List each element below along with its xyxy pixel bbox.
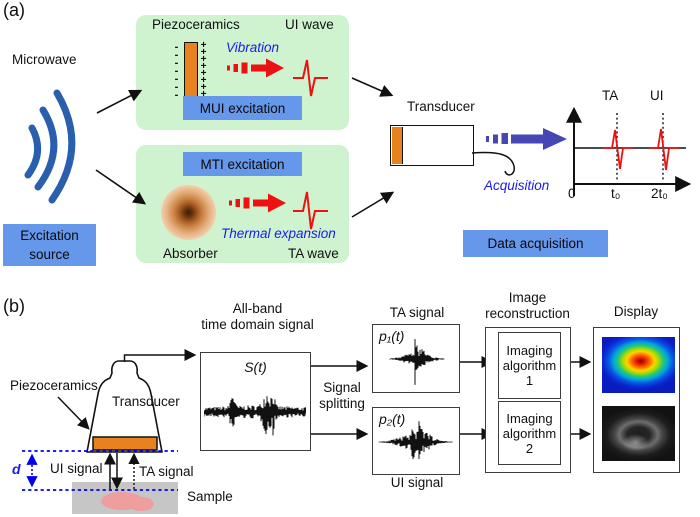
blue-dashed-arrow — [486, 128, 567, 150]
allband-signal-box: S(t) — [200, 352, 311, 451]
mti-excitation-box: MTI excitation — [183, 152, 302, 176]
plot-ta-spike — [603, 129, 633, 170]
ui-signal-b-label: UI signal — [50, 461, 103, 476]
piezo-element — [184, 42, 198, 99]
d-label: d — [12, 461, 21, 477]
mui-excitation-box: MUI excitation — [183, 96, 302, 120]
p2-waveform — [378, 421, 453, 460]
mti-excitation-label: MTI excitation — [200, 156, 285, 172]
data-acquisition-box: Data acquisition — [463, 230, 608, 257]
display-title: Display — [613, 304, 659, 319]
sample-label: Sample — [187, 489, 233, 504]
piezoceramics-a-label: Piezoceramics — [152, 17, 240, 32]
data-acquisition-label: Data acquisition — [487, 236, 584, 251]
p1-label: p₁(t) — [379, 328, 405, 344]
microwave-icon — [24, 89, 76, 204]
allband-title-line2: time domain signal — [201, 317, 314, 332]
microwave-label: Microwave — [12, 52, 77, 67]
allband-title-line1: All-band — [232, 301, 283, 316]
ui-reconstructed-image — [602, 406, 675, 461]
p2-signal-box: p₂(t) — [372, 407, 460, 475]
transducer-a-wire — [471, 151, 516, 176]
transducer-a-piezo-strip — [392, 127, 403, 164]
excitation-source-line2: source — [29, 247, 70, 262]
imaging-algorithm-1-box: Imaging algorithm 1 — [498, 332, 561, 399]
plot-t0-label: t₀ — [611, 186, 621, 201]
p2-label: p₂(t) — [379, 411, 406, 427]
panel-b-tag: (b) — [3, 296, 25, 316]
mui-excitation-label: MUI excitation — [199, 100, 286, 116]
piezoceramics-b-label: Piezoceramics — [10, 378, 98, 393]
plot-zero-label: 0 — [568, 186, 576, 201]
algo1-line3: 1 — [525, 373, 534, 388]
piezo-minus-column: - - - - - - - — [174, 41, 179, 101]
ta-signal-b-label: TA signal — [139, 464, 194, 479]
excitation-source-box: Excitation source — [3, 224, 96, 266]
plot-2t0-label: 2t₀ — [651, 186, 668, 201]
piezo-plus-column: + + + + + + + + — [200, 40, 207, 100]
transducer-b-label: Transducer — [112, 394, 180, 409]
ui-signal-title: UI signal — [390, 475, 444, 490]
arrow-mui-to-transducer — [351, 77, 394, 97]
p1-signal-box: p₁(t) — [372, 324, 460, 393]
transducer-a-body — [390, 125, 474, 166]
algo1-line2: algorithm — [502, 358, 557, 373]
vibration-label: Vibration — [226, 40, 280, 55]
transducer-b-wire — [123, 349, 197, 362]
plot-ui-label: UI — [650, 88, 664, 103]
ta-wave-label: TA wave — [288, 246, 339, 261]
imaging-algorithm-2-box: Imaging algorithm 2 — [498, 401, 561, 465]
transducer-a-label: Transducer — [407, 99, 475, 114]
algo2-line3: 2 — [525, 440, 534, 456]
p1-waveform — [389, 339, 445, 385]
absorber-label: Absorber — [163, 246, 218, 261]
acquisition-label: Acquisition — [484, 178, 550, 193]
s-t-waveform — [204, 396, 306, 436]
arrow-mti-to-transducer — [351, 191, 395, 218]
arrow-mw-to-mui — [96, 89, 143, 114]
ui-wave-label: UI wave — [285, 17, 334, 32]
ta-signal-title: TA signal — [389, 305, 445, 320]
image-recon-title-line2: reconstruction — [485, 306, 570, 321]
s-t-label: S(t) — [244, 359, 267, 375]
piezoceramics-pointer-arrow — [57, 396, 90, 430]
absorber-icon — [161, 185, 216, 240]
signal-splitting-line2: splitting — [319, 396, 365, 411]
panel-a-tag: (a) — [3, 0, 25, 20]
plot-ta-label: TA — [602, 88, 619, 103]
thermal-expansion-label: Thermal expansion — [221, 226, 336, 241]
algo2-line1: Imaging — [506, 410, 553, 426]
signal-splitting-line1: Signal — [323, 380, 361, 395]
image-recon-title-line1: Image — [508, 290, 547, 305]
algo2-line2: algorithm — [502, 425, 557, 441]
transducer-b-piezo-strip — [92, 436, 158, 451]
algo1-line1: Imaging — [506, 343, 553, 358]
plot-ui-spike — [649, 128, 679, 171]
ta-reconstructed-image — [602, 337, 675, 393]
sample-lesion-icon2 — [128, 497, 154, 511]
excitation-source-line1: Excitation — [20, 228, 79, 243]
